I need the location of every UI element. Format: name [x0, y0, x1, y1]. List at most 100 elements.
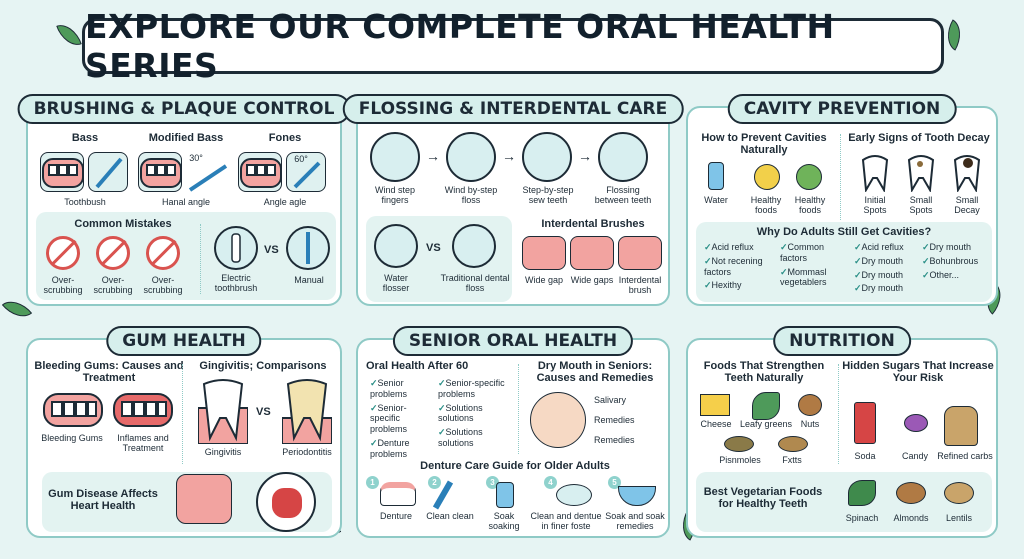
bass-teeth-illustration [40, 152, 84, 192]
candy-icon [904, 414, 928, 432]
divider [200, 224, 201, 294]
gingivitis-title: Gingivitis; Comparisons [199, 360, 327, 372]
mistake-label: Over- scrubbing [93, 275, 133, 295]
seeds-icon [724, 436, 754, 452]
step-number: 3 [486, 476, 499, 489]
divider [518, 364, 519, 454]
panel-title: CAVITY PREVENTION [727, 94, 957, 124]
food-label: Pisnmoles [719, 455, 761, 465]
method-name: Fones [268, 132, 302, 144]
seeds-icon [778, 436, 808, 452]
brush-label: Interdental brush [618, 275, 662, 295]
mistakes-title: Common Mistakes [74, 218, 172, 230]
food-label: Leafy greens [739, 419, 793, 429]
after60-list-2: Senior-specific problems Solutions solut… [438, 378, 516, 449]
fruit-icon [754, 164, 780, 190]
food-label: Cheese [700, 419, 732, 429]
panel-gum-health: GUM HEALTH Bleeding Gums: Causes and Tre… [26, 326, 342, 538]
spinach-icon [848, 480, 876, 506]
sugar-label: Candy [901, 451, 928, 461]
dry-mouth-title: Dry Mouth in Seniors: Causes and Remedie… [536, 360, 654, 385]
mistake-label: Over- scrubbing [43, 275, 83, 295]
mouth-illustration [530, 392, 586, 448]
interdental-brush-illustration [522, 236, 566, 270]
inflamed-label: Inflames and Treatment [117, 433, 169, 453]
sign-label: Initial Spots [863, 195, 887, 215]
common-mistakes-box [36, 212, 336, 300]
dental-floss-icon [452, 224, 496, 268]
brush-label: Wide gaps [570, 275, 614, 285]
bleeding-label: Bleeding Gums [41, 433, 103, 443]
why-list-2: Common factors Mommasl vegetablers [780, 242, 852, 288]
sugar-label: Refined carbs [937, 451, 993, 461]
signs-title: Early Signs of Tooth Decay [848, 132, 990, 144]
electric-label: Electric toothbrush [214, 273, 258, 293]
leaf-decoration [56, 19, 82, 51]
why-item: Mommasl vegetablers [780, 267, 852, 289]
prevent-label: Healthy foods [750, 195, 782, 215]
main-title-banner: EXPLORE OUR COMPLETE ORAL HEALTH SERIES [82, 7, 944, 85]
denture-title: Denture Care Guide for Older Adults [420, 460, 610, 472]
sign-label: Small Decay [954, 195, 980, 215]
bleeding-gums-illustration [43, 393, 103, 427]
sign-label: Small Spots [909, 195, 933, 215]
divider [182, 364, 183, 464]
veg-label: Lentils [945, 513, 972, 523]
refined-carbs-icon [944, 406, 978, 446]
after60-item: Senior-specific problems [438, 378, 516, 400]
food-label: Nuts [800, 419, 820, 429]
heart-title: Gum Disease Affects Heart Health [48, 488, 158, 513]
prevent-title: How to Prevent Cavities Naturally [701, 132, 827, 157]
lentils-icon [944, 482, 974, 504]
floss-step-label: Wind step fingers [374, 185, 416, 205]
floss-step-icon [598, 132, 648, 182]
method-name: Bass [71, 132, 99, 144]
dry-label: Salivary [594, 395, 627, 405]
sugar-label: Soda [854, 451, 876, 461]
method-name: Modified Bass [148, 132, 224, 144]
step-number: 5 [608, 476, 621, 489]
after60-item: Solutions solutions [438, 403, 516, 425]
vs-label: VS [264, 244, 279, 256]
prevent-label: Healthy foods [794, 195, 826, 215]
panel-title: BRUSHING & PLAQUE CONTROL [17, 94, 351, 124]
panel-title: FLOSSING & INTERDENTAL CARE [342, 94, 684, 124]
floss-step-label: Flossing between teeth [594, 185, 652, 205]
food-label: Fxtts [782, 455, 802, 465]
panel-title: NUTRITION [773, 326, 911, 356]
step-number: 2 [428, 476, 441, 489]
vegetable-icon [796, 164, 822, 190]
veg-label: Spinach [845, 513, 879, 523]
water-bottle-icon [708, 162, 724, 190]
mistake-label: Over- scrubbing [143, 275, 183, 295]
nuts-icon [798, 394, 822, 416]
why-item: Other... [922, 270, 990, 281]
cheese-icon [700, 394, 730, 416]
cleaning-icon [556, 484, 592, 506]
toothbrush-icon: 60° [286, 152, 326, 192]
denture-step-label: Denture [379, 511, 413, 521]
vs-label: VS [256, 406, 271, 418]
strengthen-title: Foods That Strengthen Teeth Naturally [703, 360, 825, 385]
panel-senior: SENIOR ORAL HEALTH Oral Health After 60 … [356, 326, 670, 538]
manual-label: Manual [294, 275, 324, 285]
brush-label: Wide gap [524, 275, 564, 285]
floss-step-label: Wind by-step floss [444, 185, 498, 205]
after60-item: Senior-specific problems [370, 403, 436, 435]
why-item: Common factors [780, 242, 852, 264]
panel-brushing: BRUSHING & PLAQUE CONTROL Bass Modified … [17, 94, 351, 306]
why-item: Dry mouth [854, 283, 920, 294]
arrow-icon: → [426, 148, 440, 164]
why-list-4: Dry mouth Bohunbrous Other... [922, 242, 990, 280]
panel-title: SENIOR ORAL HEALTH [392, 326, 634, 356]
denture-step-label: Soak and soak remedies [605, 511, 665, 531]
soda-icon [854, 402, 876, 444]
step-number: 1 [366, 476, 379, 489]
why-item: Dry mouth [854, 256, 920, 267]
vegetarian-box [696, 472, 992, 532]
periodontitis-tooth-illustration [282, 379, 332, 444]
soap-icon [496, 482, 514, 508]
panel-title: GUM HEALTH [106, 326, 262, 356]
denture-icon [380, 482, 416, 506]
why-item: Not recening factors [704, 256, 776, 278]
